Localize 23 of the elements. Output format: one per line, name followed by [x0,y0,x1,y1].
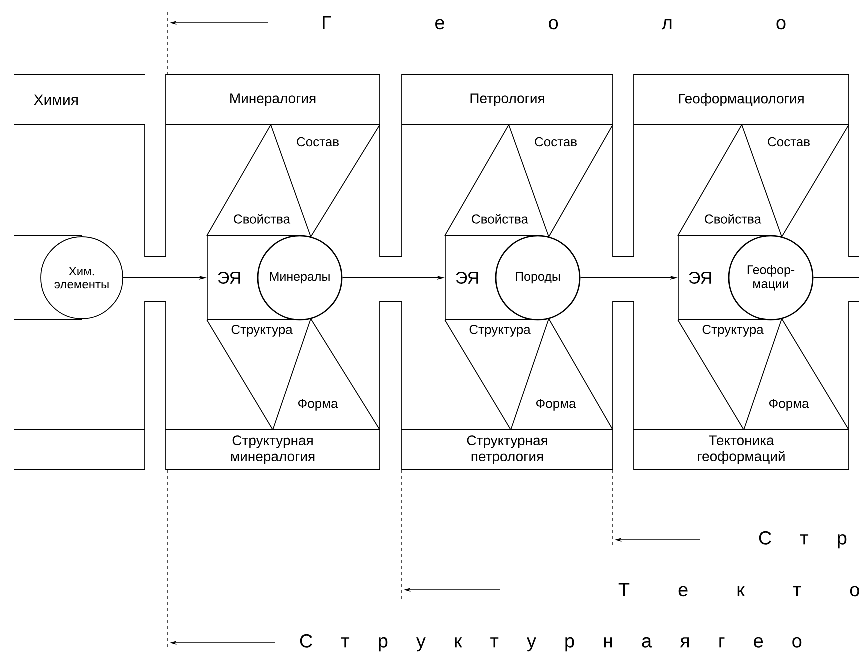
discipline-box: Структурная петрология [402,430,614,470]
aspect-label: Свойства [234,214,291,224]
discipline-box: Тектоника геоформаций [634,430,850,470]
aspect-label: Состав [297,137,339,147]
scope-title: Г е о л о [323,16,786,30]
aspect-label: Структура [470,325,531,337]
aspect-label: Структура [232,325,293,337]
discipline-box: Минералогия [166,74,380,126]
aspect-label: Свойства [472,214,529,224]
discipline-box: Геоформациология [634,74,850,126]
scope-title: Т е к т о [618,583,859,597]
scope-title: С т р у к т у р н а я г е о [300,634,802,652]
aspect-label: Структура [702,325,764,337]
scope-title: С т р [759,531,847,549]
aspect-label: Состав [768,137,810,147]
band-box: Химия [14,74,146,126]
discipline-box: Петрология [402,74,614,126]
aspect-label: Форма [298,399,338,411]
aspect-label: Форма [536,399,576,411]
aspect-label: Состав [535,137,577,147]
aspect-label: Свойства [705,214,762,224]
aspect-label: Форма [770,399,810,411]
discipline-box: Структурная минералогия [166,430,380,470]
